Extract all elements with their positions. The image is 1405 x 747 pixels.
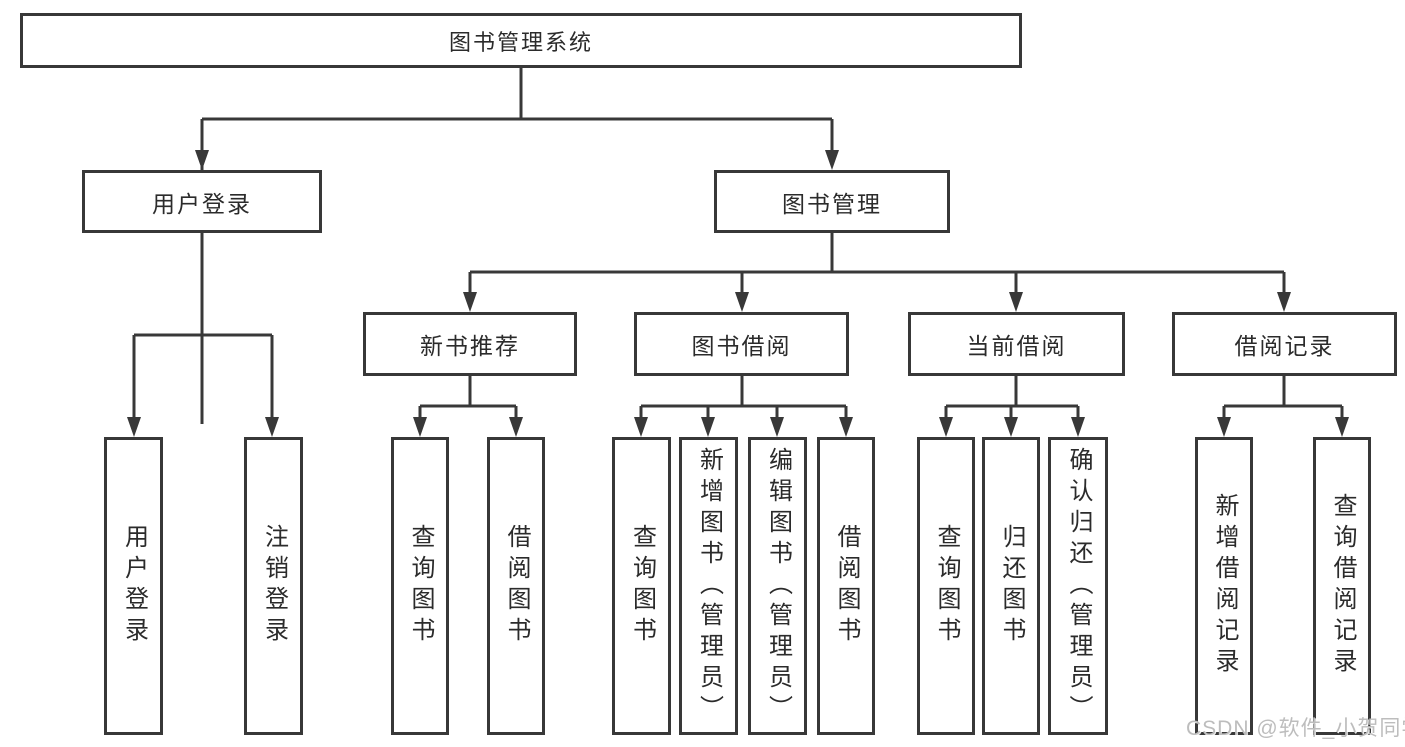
leaf-logout: 注销登录: [244, 437, 303, 735]
node-book-management-system: 图书管理系统: [20, 13, 1022, 68]
arrowhead: [1277, 292, 1291, 312]
arrowhead: [1217, 417, 1231, 437]
leaf-query-borrow-record: 查询借阅记录: [1313, 437, 1371, 735]
node-label: 归还图书: [998, 524, 1025, 648]
arrowhead: [265, 417, 279, 437]
connector-current-borrow: [939, 376, 1085, 437]
arrowhead: [127, 417, 141, 437]
node-label: 图书管理系统: [448, 29, 593, 55]
node-current-borrow: 当前借阅: [908, 312, 1125, 376]
node-label: 编辑图书（管理员）: [764, 446, 792, 726]
arrowhead: [1071, 417, 1085, 437]
csdn-watermark: CSDN @软件_小贺同学: [1186, 717, 1405, 740]
arrowhead: [463, 292, 477, 312]
node-label: 用户登录: [120, 524, 148, 648]
leaf-borrow-book: 借阅图书: [817, 437, 875, 735]
arrowhead: [413, 417, 427, 437]
arrowhead: [735, 292, 749, 312]
leaf-add-borrow-record: 新增借阅记录: [1195, 437, 1253, 735]
arrowhead: [509, 417, 523, 437]
node-label: 确认归还（管理员）: [1065, 446, 1092, 726]
leaf-query-book-current: 查询图书: [917, 437, 975, 735]
node-label: 用户登录: [152, 190, 252, 217]
node-label: 新书推荐: [420, 333, 520, 359]
node-borrow-records: 借阅记录: [1172, 312, 1397, 376]
node-label: 查询图书: [628, 524, 656, 648]
leaf-return-book: 归还图书: [982, 437, 1040, 735]
node-label: 查询借阅记录: [1329, 493, 1356, 679]
node-book-borrow: 图书借阅: [634, 312, 849, 376]
leaf-edit-book-admin: 编辑图书（管理员）: [748, 437, 807, 735]
leaf-confirm-return-admin: 确认归还（管理员）: [1048, 437, 1108, 735]
node-label: 查询图书: [407, 524, 434, 648]
node-label: 查询图书: [933, 524, 960, 648]
arrowhead: [701, 417, 715, 437]
node-label: 注销登录: [260, 524, 288, 648]
arrowhead: [195, 150, 209, 170]
connector-user-login: [127, 233, 279, 437]
node-user-login: 用户登录: [82, 170, 322, 233]
connector-borrow-records: [1217, 376, 1349, 437]
node-label: 图书借阅: [691, 333, 792, 359]
leaf-borrow-book-recommend: 借阅图书: [487, 437, 545, 735]
leaf-query-book-borrow: 查询图书: [612, 437, 671, 735]
node-label: 当前借阅: [966, 333, 1067, 359]
node-new-book-recommend: 新书推荐: [363, 312, 577, 376]
leaf-user-login: 用户登录: [104, 437, 163, 735]
connector-new-book-recommend: [413, 376, 523, 437]
connector-root: [195, 68, 839, 424]
node-book-management: 图书管理: [714, 170, 950, 233]
node-label: 借阅图书: [833, 524, 860, 648]
arrowhead: [1004, 417, 1018, 437]
node-label: 新增借阅记录: [1211, 493, 1238, 679]
node-label: 借阅图书: [503, 524, 530, 648]
node-label: 图书管理: [782, 190, 882, 217]
arrowhead: [839, 417, 853, 437]
arrowhead: [1009, 292, 1023, 312]
arrowhead: [770, 417, 784, 437]
connector-book-management: [463, 233, 1291, 312]
connector-book-borrow: [634, 376, 853, 437]
node-label: 借阅记录: [1234, 333, 1335, 359]
arrowhead: [825, 150, 839, 170]
arrowhead: [939, 417, 953, 437]
leaf-query-book-recommend: 查询图书: [391, 437, 449, 735]
arrowhead: [1335, 417, 1349, 437]
arrowhead: [634, 417, 648, 437]
node-label: 新增图书（管理员）: [695, 446, 723, 726]
leaf-add-book-admin: 新增图书（管理员）: [679, 437, 738, 735]
